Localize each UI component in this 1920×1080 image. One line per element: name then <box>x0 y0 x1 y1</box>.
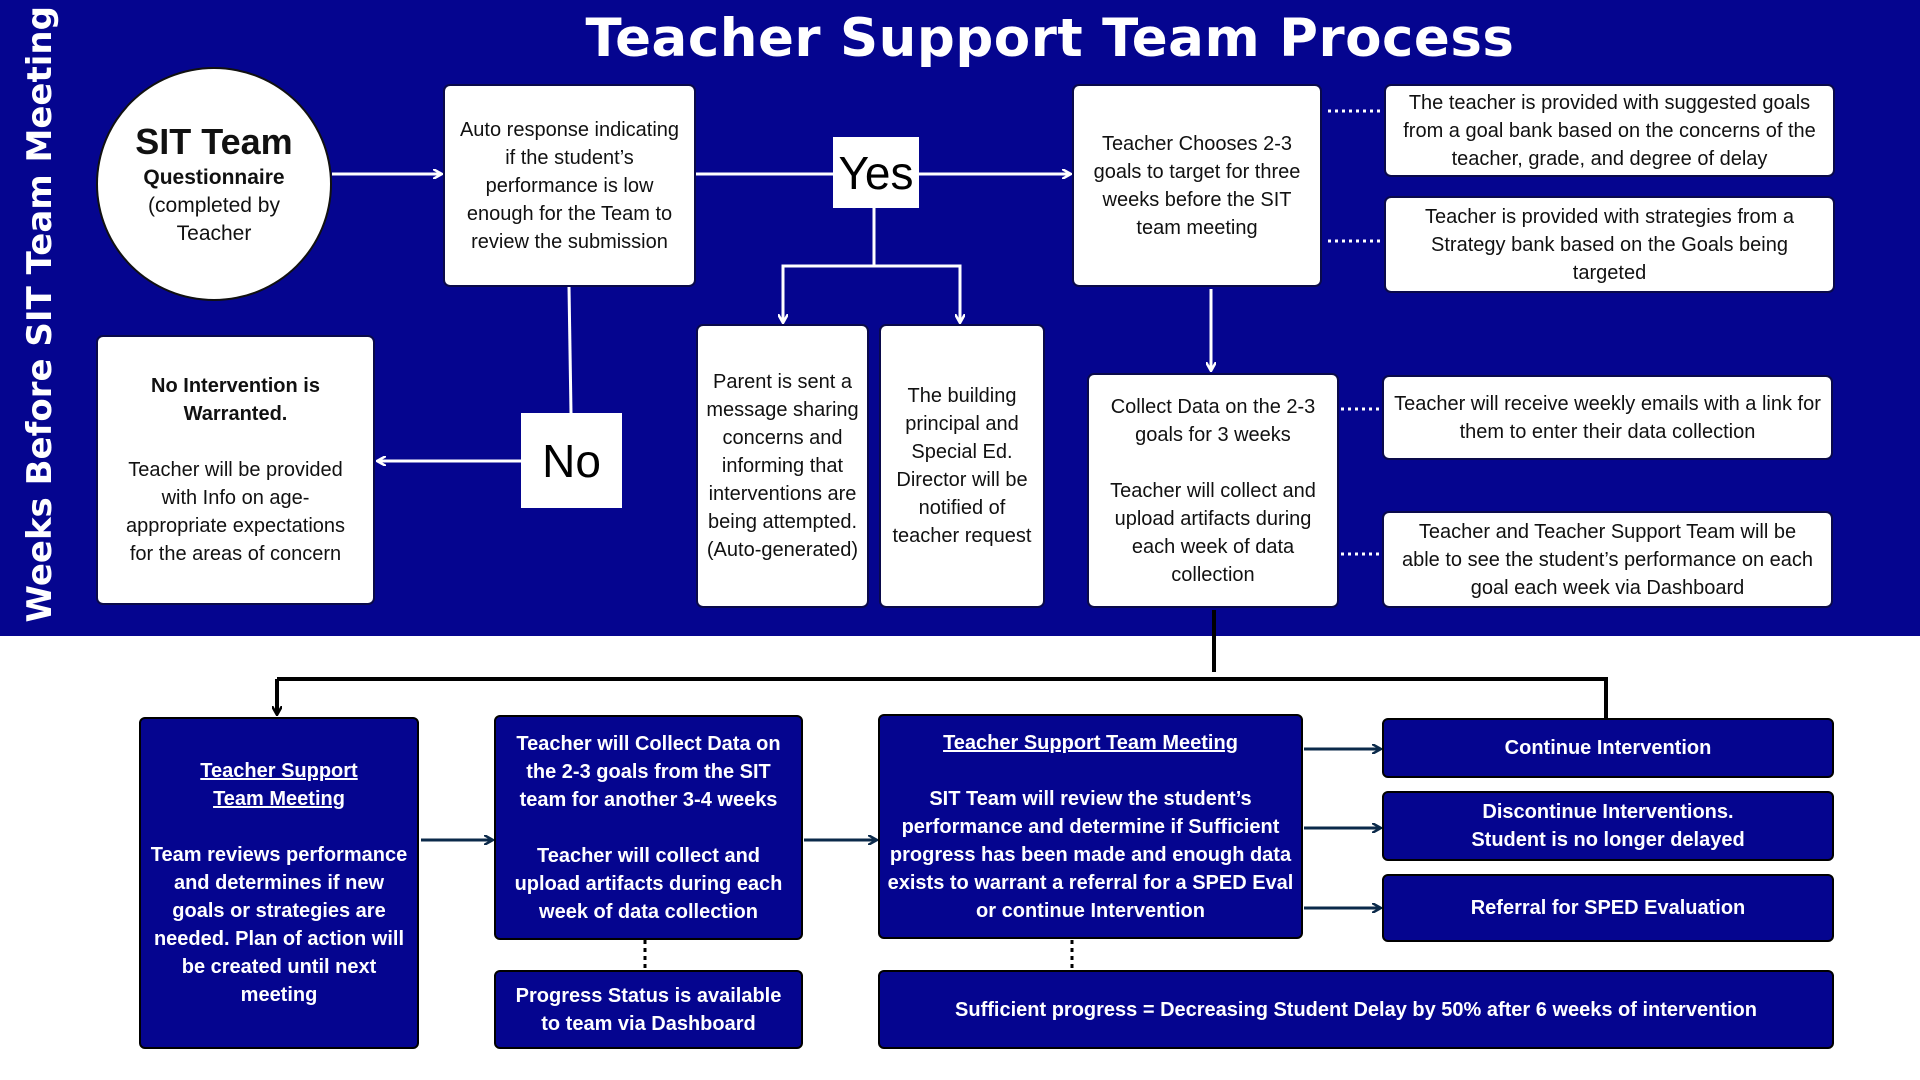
collect-more-line-1: Teacher will Collect Data on the 2-3 goa… <box>516 732 781 811</box>
parent-message-box: Parent is sent a message sharing concern… <box>696 324 869 608</box>
sufficient-progress-text: Sufficient progress = Decreasing Student… <box>955 998 1757 1021</box>
auto-response-text: Auto response indicating if the student’… <box>459 118 680 253</box>
sit-subtitle: Questionnaire <box>143 166 285 189</box>
side-label: 3 Weeks Before SIT Team Meeting <box>20 6 60 658</box>
collect-data-line-1: Collect Data on the 2-3 goals for 3 week… <box>1110 395 1316 446</box>
page-title: Teacher Support Team Process <box>585 8 1515 69</box>
principal-notice-box: The building principal and Special Ed. D… <box>879 324 1045 608</box>
outcome-discontinue-line-2: Student is no longer delayed <box>1471 829 1745 851</box>
outcome-continue-text: Continue Intervention <box>1504 737 1712 759</box>
sit-line-2: Teacher <box>176 222 252 245</box>
line-auto-to-no <box>567 286 573 414</box>
sit-title: SIT Team <box>135 121 293 162</box>
sit-questionnaire-circle: SIT Team Questionnaire (completed by Tea… <box>96 67 332 301</box>
tst-meeting-2-body: SIT Team will review the student’s perfo… <box>887 787 1294 922</box>
outcome-continue-box: Continue Intervention <box>1382 718 1834 778</box>
dashboard-view-box: Teacher and Teacher Support Team will be… <box>1382 511 1833 608</box>
strategy-bank-box: Teacher is provided with strategies from… <box>1384 196 1835 293</box>
goal-bank-text: The teacher is provided with suggested g… <box>1403 91 1816 170</box>
no-intervention-box: No Intervention is Warranted. Teacher wi… <box>96 335 375 605</box>
teacher-chooses-box: Teacher Chooses 2-3 goals to target for … <box>1072 84 1322 287</box>
weekly-emails-text: Teacher will receive weekly emails with … <box>1394 392 1821 443</box>
collect-more-box: Teacher will Collect Data on the 2-3 goa… <box>494 715 803 940</box>
tst-meeting-1-heading: Teacher Support Team Meeting <box>200 760 358 810</box>
auto-response-box: Auto response indicating if the student’… <box>443 84 696 287</box>
goal-bank-box: The teacher is provided with suggested g… <box>1384 84 1835 177</box>
no-intervention-body: Teacher will be provided with Info on ag… <box>125 459 346 565</box>
yes-label: Yes <box>833 137 919 208</box>
tst-meeting-1-body: Team reviews performance and determines … <box>150 844 408 1006</box>
progress-status-text: Progress Status is available to team via… <box>515 984 782 1035</box>
outcome-discontinue-box: Discontinue Interventions. Student is no… <box>1382 791 1834 861</box>
strategy-bank-text: Teacher is provided with strategies from… <box>1424 205 1795 284</box>
no-label: No <box>521 413 622 508</box>
collect-data-box: Collect Data on the 2-3 goals for 3 week… <box>1087 373 1339 608</box>
tst-meeting-1-box: Teacher Support Team Meeting Team review… <box>139 717 419 1049</box>
weekly-emails-box: Teacher will receive weekly emails with … <box>1382 375 1833 460</box>
tst-meeting-2-box: Teacher Support Team Meeting SIT Team wi… <box>878 714 1303 939</box>
parent-message-text: Parent is sent a message sharing concern… <box>706 371 859 561</box>
tst-meeting-2-heading: Teacher Support Team Meeting <box>943 731 1238 754</box>
principal-notice-text: The building principal and Special Ed. D… <box>892 385 1032 547</box>
sit-line-1: (completed by <box>148 194 280 217</box>
outcome-discontinue-line-1: Discontinue Interventions. <box>1482 801 1734 823</box>
outcome-referral-box: Referral for SPED Evaluation <box>1382 874 1834 942</box>
collect-more-line-2: Teacher will collect and upload artifact… <box>514 844 783 923</box>
no-intervention-heading: No Intervention is Warranted. <box>151 375 320 425</box>
outcome-referral-text: Referral for SPED Evaluation <box>1470 897 1746 919</box>
teacher-chooses-text: Teacher Chooses 2-3 goals to target for … <box>1093 132 1301 239</box>
collect-data-line-2: Teacher will collect and upload artifact… <box>1110 479 1316 586</box>
yes-branch <box>783 208 876 322</box>
sufficient-progress-box: Sufficient progress = Decreasing Student… <box>878 970 1834 1049</box>
progress-status-box: Progress Status is available to team via… <box>494 970 803 1049</box>
dashboard-view-text: Teacher and Teacher Support Team will be… <box>1401 520 1813 599</box>
